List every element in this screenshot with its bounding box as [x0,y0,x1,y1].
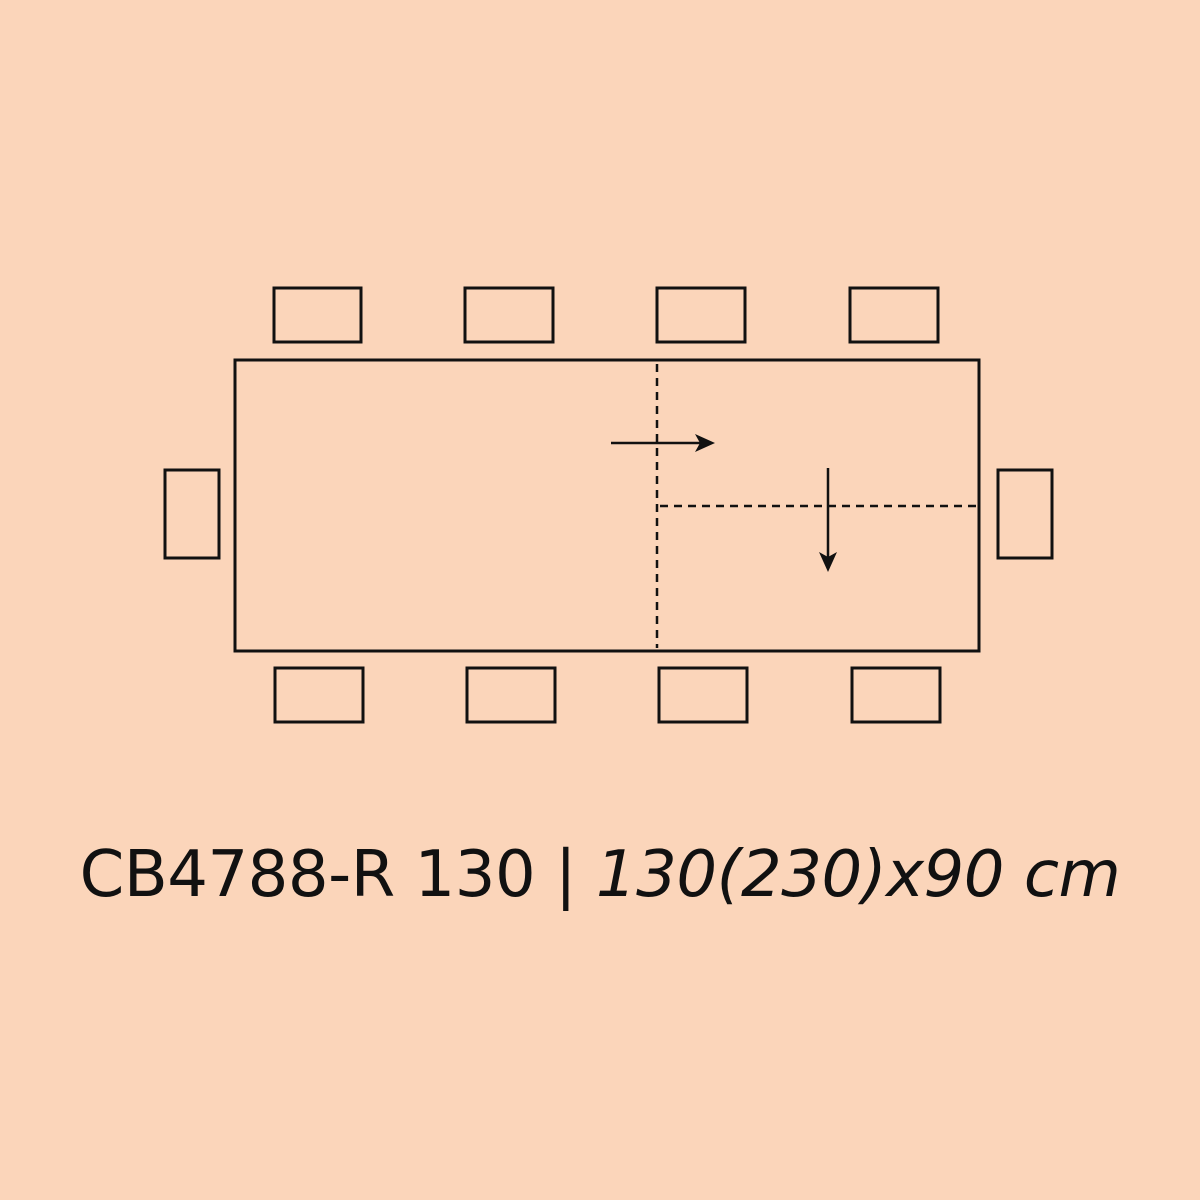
chair-bottom-2 [465,666,557,724]
caption-separator: | [555,838,577,912]
table-dimensions: 130(230)x90 cm [595,838,1121,912]
arrow-down-icon [819,468,837,572]
model-code: CB4788-R 130 [79,838,536,912]
chair-top-2 [463,286,555,344]
chair-top-1 [272,286,363,344]
chair-bottom-3 [657,666,749,724]
chair-right [996,468,1054,560]
chair-left [163,468,221,560]
chair-bottom-4 [850,666,942,724]
chair-top-3 [655,286,747,344]
table-top [233,358,981,653]
product-caption: CB4788-R 130 | 130(230)x90 cm [0,838,1200,912]
chair-top-4 [848,286,940,344]
chair-bottom-1 [273,666,365,724]
arrow-right-icon [611,434,715,452]
